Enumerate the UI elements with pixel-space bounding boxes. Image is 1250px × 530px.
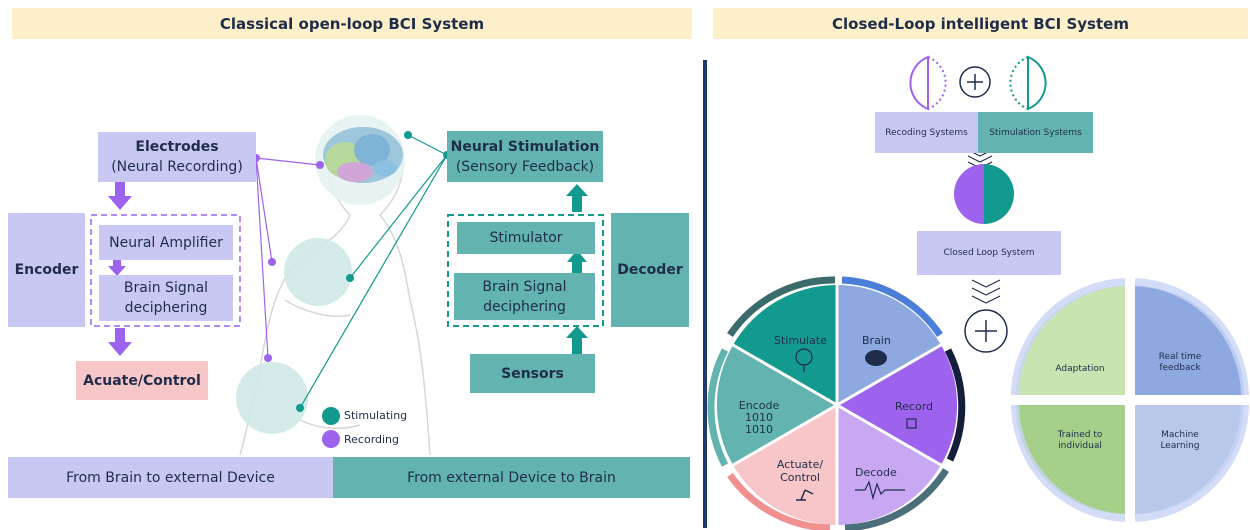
brain-signal-right-line2: deciphering: [483, 298, 566, 315]
cycle-encode-line2: 1010: [745, 411, 773, 424]
encoder-box: Encoder: [8, 213, 85, 327]
right-title: Closed-Loop intelligent BCI System: [713, 8, 1248, 39]
brain-signal-left-box: Brain Signal deciphering: [99, 275, 233, 321]
brain-signal-right-line1: Brain Signal: [482, 278, 567, 295]
quad-trained-label: Trained to individual: [1040, 430, 1120, 452]
cycle-brain-label: Brain: [862, 334, 891, 347]
decoder-box: Decoder: [611, 213, 689, 327]
electrodes-title: Electrodes: [135, 139, 219, 155]
quad-trained-line2: individual: [1058, 441, 1102, 451]
cycle-encode-line1: Encode: [738, 399, 780, 412]
cycle-wheel: [707, 276, 966, 530]
plus-circle-bottom: [964, 309, 1008, 353]
quad-ml-line1: Machine: [1161, 430, 1199, 440]
quad-trained-line1: Trained to: [1057, 430, 1103, 440]
quad-realtime-label: Real time feedback: [1140, 352, 1220, 374]
cycle-encode-line3: 1010: [745, 423, 773, 436]
stimulation-half-circle: [1027, 55, 1047, 111]
legend-recording-dot: [322, 430, 340, 448]
brain-signal-right-box: Brain Signal deciphering: [454, 273, 595, 320]
panel-divider: [703, 60, 707, 528]
left-illustration: [90, 115, 604, 456]
decoder-dashed-group: [447, 214, 604, 327]
plus-circle-top: [959, 66, 991, 98]
right-illustration: [707, 55, 1249, 530]
neural-stimulation-subtitle: (Sensory Feedback): [455, 158, 595, 175]
stimulator-box: Stimulator: [457, 222, 595, 254]
shoulder-circle: [284, 238, 352, 306]
brain-icon: [865, 350, 887, 366]
quad-realtime-line1: Real time: [1158, 352, 1202, 362]
combined-circle-purple: [954, 164, 984, 224]
cycle-record-label: Record: [895, 400, 934, 413]
left-title: Classical open-loop BCI System: [12, 8, 692, 39]
stimulation-systems-box: Stimulation Systems: [978, 112, 1093, 153]
electrodes-subtitle: (Neural Recording): [111, 159, 243, 175]
quad-ml-line2: Learning: [1160, 441, 1200, 451]
legend-stimulating-dot: [322, 407, 340, 425]
legend-recording-label: Recording: [344, 433, 400, 446]
neural-amplifier-box: Neural Amplifier: [99, 225, 233, 260]
quad-realtime-line2: feedback: [1159, 363, 1201, 373]
head-icon: [795, 348, 813, 372]
quad-adaptation-label: Adaptation: [1055, 364, 1105, 374]
robot-arm-icon: [796, 489, 814, 501]
cycle-encode-label: Encode 1010 1010: [736, 400, 782, 436]
hip-circle: [236, 362, 308, 434]
brain-signal-left-line1: Brain Signal: [123, 280, 209, 296]
chip-icon: [906, 418, 917, 429]
electrodes-box: Electrodes (Neural Recording): [98, 132, 256, 182]
cycle-stimulate-label: Stimulate: [774, 334, 827, 347]
quadrant-diagram: [1011, 278, 1249, 522]
wave-icon: [855, 480, 905, 501]
quad-ml-label: Machine Learning: [1140, 430, 1220, 452]
legend-stimulating-label: Stimulating: [344, 409, 408, 422]
recoding-systems-box: Recoding Systems: [875, 112, 978, 153]
cycle-decode-label: Decode: [855, 466, 897, 479]
brain-image: [323, 127, 403, 183]
combined-circle-teal: [984, 164, 1014, 224]
cycle-actuate-line2: Control: [780, 471, 820, 484]
cycle-actuate-label: Actuate/ Control: [770, 458, 830, 484]
bottom-right-bar: From external Device to Brain: [333, 457, 690, 498]
acuate-control-box: Acuate/Control: [76, 361, 208, 400]
sensors-box: Sensors: [470, 354, 595, 393]
closed-loop-box: Closed Loop System: [917, 231, 1061, 275]
neural-stimulation-title: Neural Stimulation: [450, 138, 600, 155]
bottom-left-bar: From Brain to external Device: [8, 457, 333, 498]
encoder-dashed-group: [90, 214, 241, 327]
recording-half-circle: [909, 55, 929, 111]
neural-stimulation-box: Neural Stimulation (Sensory Feedback): [447, 131, 603, 182]
brain-signal-left-line2: deciphering: [124, 300, 208, 316]
cycle-actuate-line1: Actuate/: [776, 458, 824, 471]
